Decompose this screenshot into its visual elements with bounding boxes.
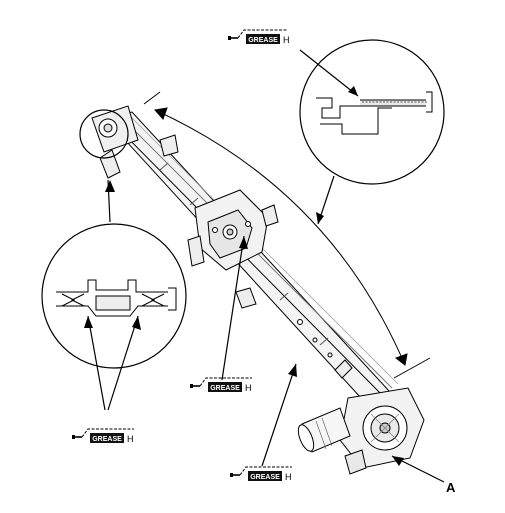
mid-grease-leader — [221, 235, 245, 381]
grease-symbol-top: GREASE H — [228, 29, 290, 45]
detail-view-lower — [41, 223, 187, 369]
grease-label: GREASE — [210, 385, 240, 392]
grease-symbol-bottom-left: GREASE H — [72, 428, 134, 444]
detail-marker-upper-pulley — [79, 109, 129, 159]
travel-range-arrow — [143, 91, 431, 379]
glass-carrier-plate — [187, 189, 279, 309]
bottom-grease-leader — [261, 363, 297, 467]
lower-grease-arrows — [87, 315, 139, 411]
upper-pulley — [91, 105, 179, 179]
grease-label: GREASE — [250, 474, 280, 481]
regulator-motor — [297, 387, 425, 475]
grease-label-bg — [246, 34, 280, 44]
grease-symbol-bottom-right: GREASE H — [230, 466, 292, 482]
callout-a-label: A — [446, 480, 456, 495]
grease-label: GREASE — [248, 37, 278, 44]
grease-suffix: H — [127, 434, 134, 444]
grease-symbol-mid: GREASE H — [190, 377, 252, 393]
grease-suffix: H — [285, 472, 292, 482]
grease-suffix: H — [245, 383, 252, 393]
grease-suffix: H — [283, 35, 290, 45]
regulator-rail — [104, 111, 399, 411]
detail-view-upper — [299, 39, 445, 185]
grease-label: GREASE — [92, 436, 122, 443]
